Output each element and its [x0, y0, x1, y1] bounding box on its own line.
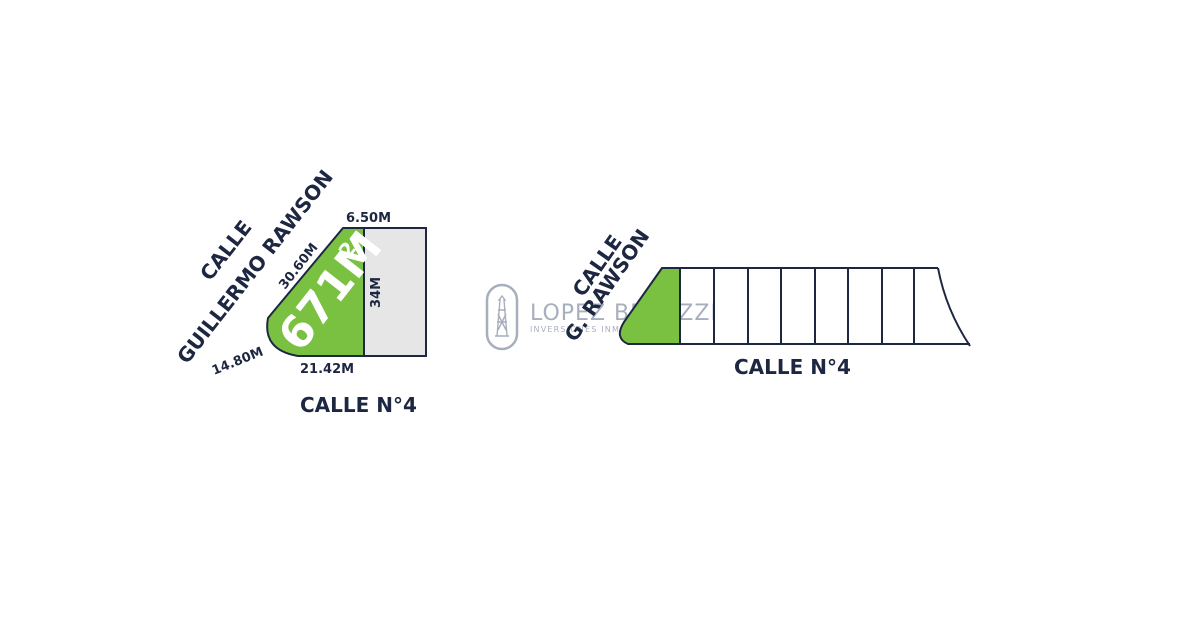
- dim-top: 6.50M: [346, 211, 391, 226]
- watermark-logo: LOPEZ BESOZZI INVERSIONES INMOBILIARIAS: [485, 283, 717, 351]
- street-bottom-small: CALLE N°4: [734, 355, 851, 379]
- lighthouse-icon: [495, 294, 509, 337]
- dim-right: 34M: [369, 277, 384, 308]
- dim-corner: 14.80M: [210, 345, 266, 379]
- left-lot-plan: 671M 2 6.50M 30.60M 34M 21.42M 14.80M CA…: [172, 165, 427, 417]
- block-right-edge: [937, 267, 971, 347]
- lighthouse-badge-icon: [485, 283, 519, 351]
- dim-bottom: 21.42M: [300, 362, 354, 377]
- lot-dividers: [679, 268, 915, 344]
- street-bottom: CALLE N°4: [300, 393, 417, 417]
- watermark-subtitle: INVERSIONES INMOBILIARIAS: [530, 325, 677, 334]
